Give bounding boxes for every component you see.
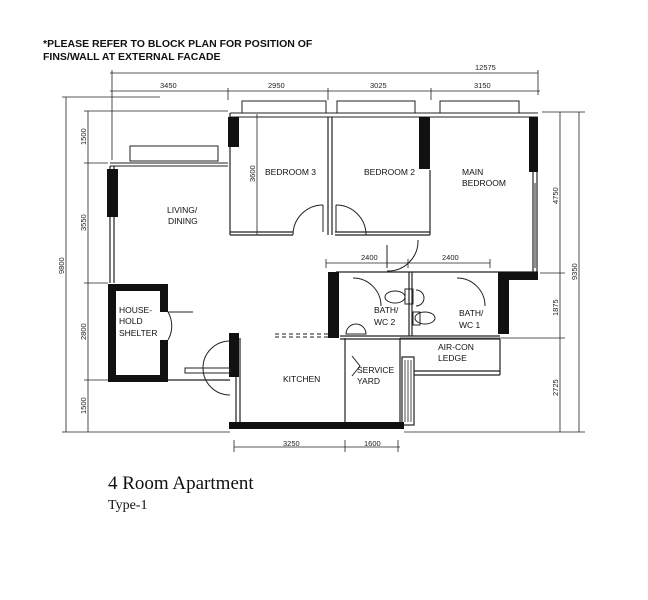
sanitary-fixtures	[345, 183, 536, 335]
label-bath2-2: WC 2	[374, 317, 396, 327]
plan-subtitle: Type-1	[108, 498, 148, 513]
walls	[108, 113, 538, 426]
dim-top-1: 3450	[160, 81, 177, 90]
label-aircon-1: AIR-CON	[438, 342, 474, 352]
facade-note-line-2: FINS/WALL AT EXTERNAL FACADE	[43, 51, 221, 63]
label-bath2-1: BATH/	[374, 305, 399, 315]
facade-note-line-1: *PLEASE REFER TO BLOCK PLAN FOR POSITION…	[43, 38, 313, 50]
label-kitchen: KITCHEN	[283, 374, 320, 384]
label-shelter-2: HOLD	[119, 316, 143, 326]
dim-left-2: 3550	[79, 214, 88, 231]
label-aircon-2: LEDGE	[438, 353, 467, 363]
dim-bottom-1: 3250	[283, 439, 300, 448]
dim-right-3: 2725	[551, 379, 560, 396]
dim-top-total: 12575	[475, 63, 496, 72]
air-con-fins	[404, 360, 412, 422]
structural-walls	[107, 117, 538, 429]
label-dining: DINING	[168, 216, 198, 226]
dim-right-2: 1875	[551, 299, 560, 316]
dim-left-1: 1500	[79, 128, 88, 145]
dim-left-3: 2800	[79, 323, 88, 340]
dim-left-4: 1500	[79, 397, 88, 414]
label-main-bedroom: BEDROOM	[462, 178, 506, 188]
dim-left-total: 9800	[57, 257, 66, 274]
label-bath1-1: BATH/	[459, 308, 484, 318]
label-bedroom2: BEDROOM 2	[364, 167, 415, 177]
dim-bottom-2: 1600	[364, 439, 381, 448]
label-shelter-1: HOUSE-	[119, 305, 152, 315]
dim-top-2: 2950	[268, 81, 285, 90]
label-bedroom3: BEDROOM 3	[265, 167, 316, 177]
label-main: MAIN	[462, 167, 483, 177]
label-service-2: YARD	[357, 376, 380, 386]
dim-bedroom3-depth: 3600	[248, 165, 257, 182]
windows	[110, 100, 538, 167]
dim-right-total: 9350	[570, 263, 579, 280]
label-service-1: SERVICE	[357, 365, 394, 375]
dim-top-3: 3025	[370, 81, 387, 90]
dim-right-1: 4750	[551, 187, 560, 204]
dim-top-4: 3150	[474, 81, 491, 90]
dim-bath-1: 2400	[361, 253, 378, 262]
label-living: LIVING/	[167, 205, 198, 215]
doors	[167, 204, 486, 396]
dim-bath-2: 2400	[442, 253, 459, 262]
label-shelter-3: SHELTER	[119, 328, 158, 338]
label-bath1-2: WC 1	[459, 320, 481, 330]
dimension-lines	[62, 70, 585, 452]
facade-note: *PLEASE REFER TO BLOCK PLAN FOR POSITION…	[43, 38, 312, 64]
plan-title: 4 Room Apartment	[108, 473, 254, 494]
